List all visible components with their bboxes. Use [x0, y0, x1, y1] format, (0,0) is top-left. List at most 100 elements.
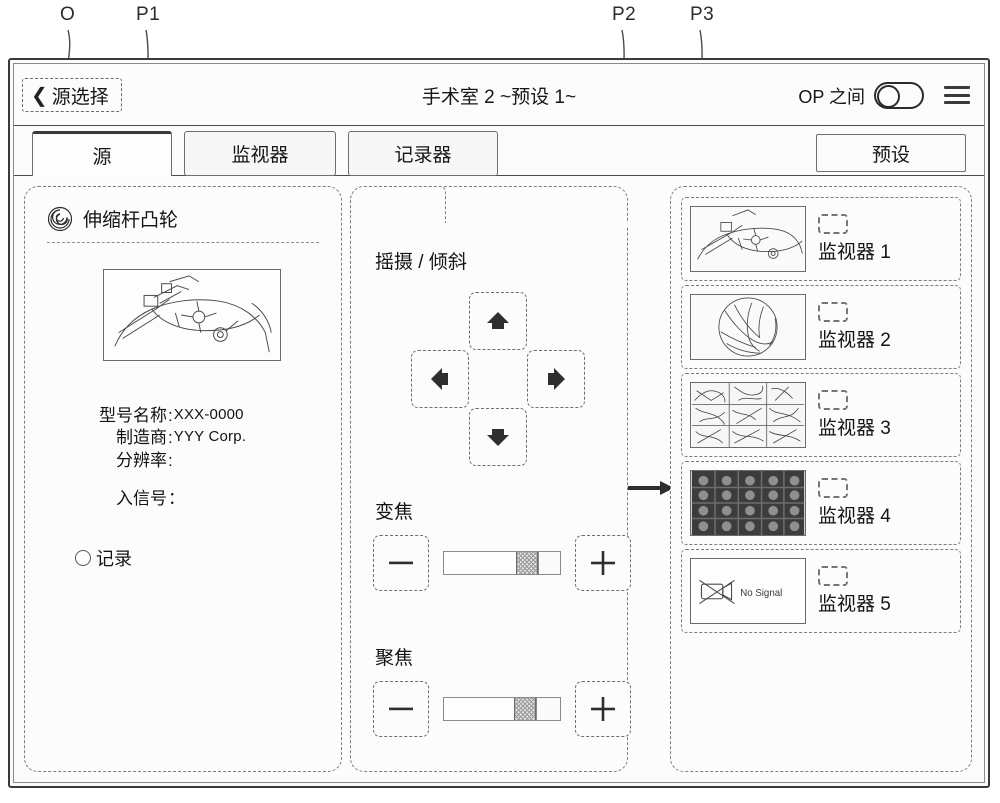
- spec-key-resolution: 分辨率: [116, 450, 167, 470]
- zoom-stepper: [373, 535, 631, 591]
- pan-tilt-left-button[interactable]: [411, 350, 469, 408]
- arrow-left-icon: [431, 368, 448, 390]
- pan-tilt-dpad: [411, 292, 585, 466]
- focus-section-label: 聚焦: [375, 648, 414, 669]
- spec-value-manufacturer: YYY Corp.: [173, 428, 247, 446]
- pan-tilt-down-button[interactable]: [469, 408, 527, 466]
- monitor-thumbnail-2: [690, 294, 806, 360]
- spec-row-resolution: 分辨率 :: [77, 450, 246, 472]
- focus-slider-thumb[interactable]: [513, 698, 536, 720]
- control-panel-tab-stub: [350, 186, 446, 224]
- lens-spiral-icon: [47, 206, 73, 231]
- monitor-name-1: 监视器 1: [818, 242, 891, 263]
- minus-icon: [389, 707, 413, 711]
- source-spec-list: 型号名称 : XXX-0000 制造商 : YYY Corp. 分辨率 :: [77, 405, 246, 511]
- monitor-list-item-2[interactable]: 监视器 2: [681, 285, 961, 369]
- callout-P3: P3: [690, 4, 715, 25]
- pan-tilt-section-label: 摇摄 / 倾斜: [375, 252, 467, 273]
- spec-gap: [77, 472, 246, 488]
- surgical-scene-thumb: [691, 207, 805, 271]
- op-toggle-group[interactable]: OP 之间: [798, 82, 924, 109]
- spec-key-manufacturer: 制造商: [116, 428, 167, 448]
- source-select-back-label: 源选择: [51, 86, 109, 108]
- monitor-name-2: 监视器 2: [818, 330, 891, 351]
- app-header: ❮ 源选择 手术室 2 ~预设 1~ OP 之间: [14, 64, 984, 126]
- tab-source-label: 源: [92, 146, 112, 168]
- callout-O: O: [60, 4, 76, 25]
- connector-arrow-right-icon: [628, 481, 674, 495]
- source-select-back-button[interactable]: ❮ 源选择: [22, 78, 122, 112]
- record-radio-option[interactable]: 记录: [75, 545, 132, 571]
- screen-icon: [818, 390, 848, 410]
- screen-icon: [818, 302, 848, 322]
- control-panel-tab-fill: [445, 223, 629, 227]
- monitor-meta-1: 监视器 1: [818, 214, 891, 264]
- spec-key-model: 型号名称: [99, 406, 167, 425]
- monitor-thumbnail-1: [690, 206, 806, 272]
- preset-button-label: 预设: [871, 144, 910, 166]
- tab-recorder[interactable]: 记录器: [348, 131, 498, 176]
- monitor-thumbnail-3: [690, 382, 806, 448]
- pan-tilt-right-button[interactable]: [527, 350, 585, 408]
- source-title: 伸缩杆凸轮: [83, 210, 179, 231]
- monitor-list-panel: 监视器 1: [670, 186, 972, 772]
- monitor-meta-4: 监视器 4: [818, 478, 891, 528]
- plus-icon: [591, 697, 615, 721]
- spec-key-input-signal: 入信号: [116, 489, 167, 509]
- focus-plus-button[interactable]: [575, 681, 631, 737]
- zoom-slider-tail: [537, 552, 560, 574]
- monitor-list-item-4[interactable]: 监视器 4: [681, 461, 961, 545]
- monitor-thumbnail-5: No Signal: [690, 558, 806, 624]
- tab-recorder-label: 记录器: [394, 145, 452, 166]
- focus-stepper: [373, 681, 631, 737]
- zoom-plus-button[interactable]: [575, 535, 631, 591]
- monitor-list-item-5[interactable]: No Signal 监视器 5: [681, 549, 961, 633]
- source-header: 伸缩杆凸轮: [47, 205, 319, 243]
- monitor-list: 监视器 1: [681, 197, 961, 637]
- no-signal-thumb: No Signal: [691, 559, 805, 623]
- tab-source[interactable]: 源: [32, 131, 172, 176]
- spec-row-model: 型号名称 : XXX-0000: [77, 405, 246, 427]
- monitor-thumbnail-4: [690, 470, 806, 536]
- arrow-right-icon: [548, 368, 565, 390]
- screen-icon: [818, 214, 848, 234]
- chevron-left-icon: ❮: [31, 83, 48, 107]
- monitor-list-item-1[interactable]: 监视器 1: [681, 197, 961, 281]
- zoom-slider[interactable]: [443, 551, 561, 575]
- monitor-name-3: 监视器 3: [818, 418, 891, 439]
- spec-row-input-signal: 入信号 ：: [77, 488, 246, 510]
- focus-minus-button[interactable]: [373, 681, 429, 737]
- callout-P2: P2: [612, 4, 637, 25]
- focus-slider-tail: [535, 698, 560, 720]
- device-window: ❮ 源选择 手术室 2 ~预设 1~ OP 之间 源: [8, 58, 990, 788]
- minus-icon: [389, 561, 413, 565]
- preset-button[interactable]: 预设: [816, 134, 966, 172]
- spec-sep-model: :: [168, 406, 173, 425]
- source-info-panel: 伸缩杆凸轮: [24, 186, 342, 772]
- spec-sep-resolution: :: [168, 450, 173, 470]
- op-toggle-knob: [877, 85, 900, 108]
- radio-unchecked-icon[interactable]: [75, 550, 91, 566]
- spec-row-manufacturer: 制造商 : YYY Corp.: [77, 427, 246, 449]
- pan-tilt-up-button[interactable]: [469, 292, 527, 350]
- hamburger-menu-icon[interactable]: [944, 86, 970, 104]
- op-toggle-switch[interactable]: [874, 82, 924, 109]
- op-toggle-label: OP 之间: [798, 86, 865, 107]
- zoom-section-label: 变焦: [375, 502, 414, 523]
- focus-slider[interactable]: [443, 697, 561, 721]
- callout-P1: P1: [136, 4, 161, 25]
- monitor-name-5: 监视器 5: [818, 594, 891, 615]
- content-area: 伸缩杆凸轮: [14, 176, 984, 782]
- zoom-minus-button[interactable]: [373, 535, 429, 591]
- monitor-list-item-3[interactable]: 监视器 3: [681, 373, 961, 457]
- zoom-slider-thumb[interactable]: [515, 552, 538, 574]
- no-signal-text: No Signal: [740, 588, 782, 599]
- monitor-meta-3: 监视器 3: [818, 390, 891, 440]
- screen-icon: [818, 566, 848, 586]
- spec-sep-manufacturer: :: [168, 428, 173, 448]
- dark-pattern-thumb: [691, 471, 805, 535]
- plus-icon: [591, 551, 615, 575]
- arrow-down-icon: [487, 429, 509, 446]
- surgical-scene-drawing: [104, 270, 280, 360]
- tab-monitor[interactable]: 监视器: [184, 131, 336, 176]
